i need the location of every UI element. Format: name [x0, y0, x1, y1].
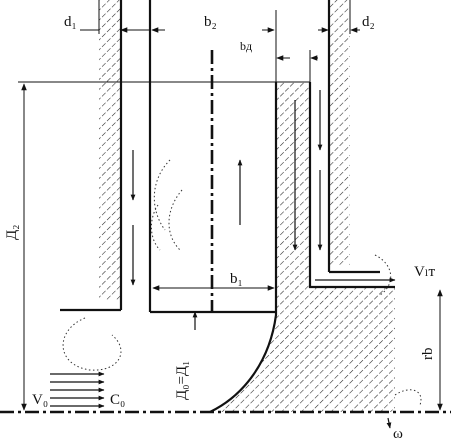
label-omega: ω	[393, 426, 403, 442]
hub-flow-arrows	[192, 277, 396, 429]
d2-dimension	[318, 0, 360, 34]
ba-dimension	[276, 50, 318, 82]
label-rb: rb	[420, 348, 436, 361]
inlet-velocity-arrows	[50, 371, 105, 409]
label-D0-eq-D1: Д₀=Д₁	[174, 361, 190, 400]
recirculation-vortices	[62, 159, 422, 406]
label-d1: d₁	[64, 14, 77, 30]
b2-dimension	[151, 10, 277, 82]
label-C0: C₀	[110, 392, 125, 408]
label-V-out: Vₗт	[414, 264, 435, 280]
inlet-flow-arrows	[130, 90, 323, 286]
label-d2: d₂	[362, 14, 375, 30]
label-b1: b₁	[230, 271, 243, 287]
left-inlet-wall	[60, 0, 123, 312]
label-b2: b₂	[204, 14, 217, 30]
label-D2: Д₂	[4, 225, 20, 240]
impeller-hub	[148, 0, 395, 413]
d1-dimension	[80, 0, 150, 34]
label-ba: bд	[240, 39, 252, 53]
label-V0: V₀	[32, 392, 48, 408]
right-outlet-wall	[327, 0, 380, 274]
